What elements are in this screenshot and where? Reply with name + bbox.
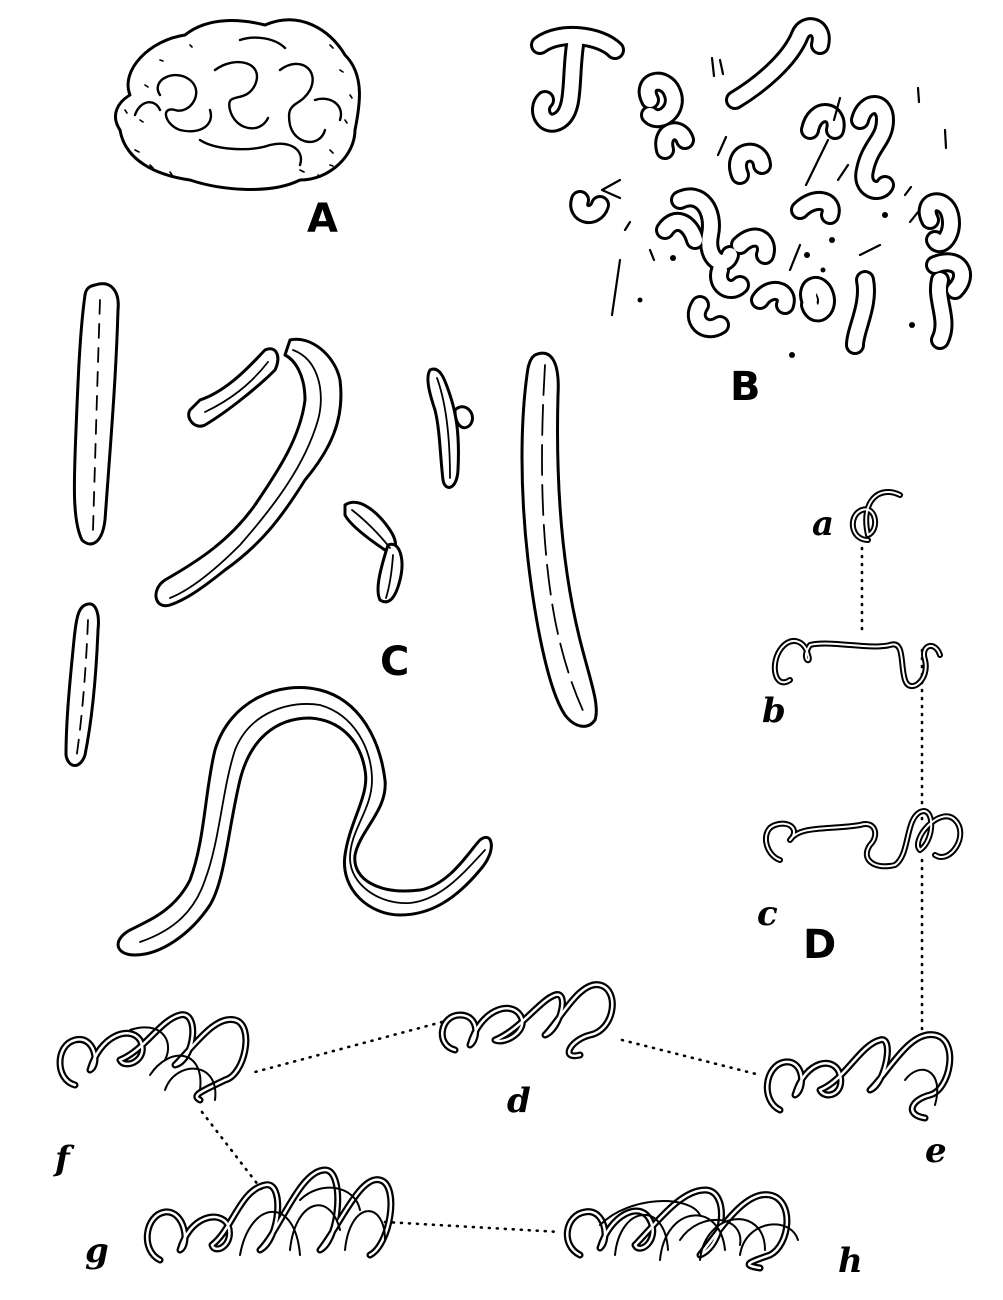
stage-g-label: g bbox=[85, 1231, 109, 1271]
panel-b-dots bbox=[637, 212, 915, 358]
panel-c-small-v-2 bbox=[343, 500, 404, 604]
stage-connectors bbox=[200, 546, 924, 1234]
panel-b-spindle-fibers bbox=[600, 56, 948, 317]
stage-a-coil bbox=[850, 488, 903, 543]
stage-c-coil bbox=[763, 808, 964, 870]
stage-h-coil bbox=[563, 1186, 799, 1272]
stage-d-coil bbox=[438, 981, 616, 1060]
panel-c-small-v-1 bbox=[426, 367, 474, 489]
stage-f-coil bbox=[56, 1011, 250, 1104]
nucleus-stipple bbox=[124, 44, 353, 178]
stage-b-coil bbox=[771, 638, 943, 689]
panel-b-chromosomes bbox=[530, 17, 972, 358]
stage-d-label: d bbox=[507, 1081, 531, 1121]
nucleus-coils bbox=[133, 36, 343, 167]
stage-c-label: c bbox=[757, 894, 778, 934]
panel-c-bent-chromosome bbox=[154, 337, 343, 608]
panel-c-rod-left-top bbox=[72, 282, 120, 546]
panel-c-label: C bbox=[380, 639, 409, 685]
panel-b-label: B bbox=[730, 364, 761, 410]
panel-d-coiling-sequence: a b c D d e bbox=[53, 488, 964, 1281]
stage-b-label: b bbox=[762, 691, 786, 731]
panel-a-nucleus bbox=[114, 18, 361, 191]
panel-c-chromosomes bbox=[64, 282, 598, 957]
stage-e-coil bbox=[763, 1031, 954, 1122]
stage-f-label: f bbox=[53, 1139, 75, 1179]
stage-a-label: a bbox=[812, 504, 834, 544]
panel-c-rod-right bbox=[520, 351, 598, 728]
stage-h-label: h bbox=[838, 1241, 863, 1281]
stage-e-label: e bbox=[925, 1131, 947, 1171]
panel-d-label: D bbox=[803, 922, 836, 968]
panel-a-label: A bbox=[307, 196, 338, 242]
panel-c-rod-left-bottom bbox=[64, 602, 100, 767]
panel-c-s-chromosome bbox=[116, 686, 493, 957]
stage-g-coil bbox=[143, 1166, 395, 1264]
